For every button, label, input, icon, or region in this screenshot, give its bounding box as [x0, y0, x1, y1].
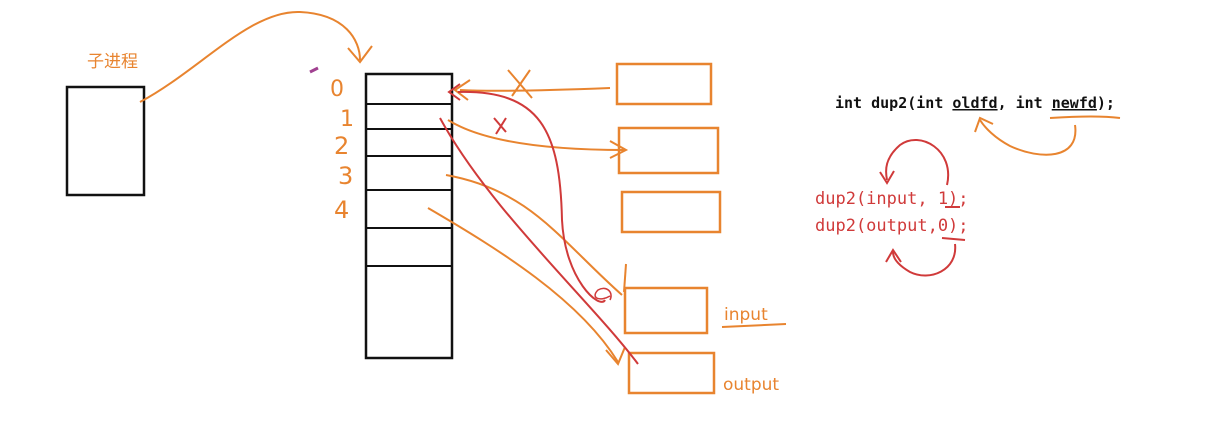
- sig-oldfd: oldfd: [952, 94, 997, 112]
- pencil-mark-icon: [309, 66, 319, 74]
- sig-newfd: newfd: [1052, 94, 1097, 112]
- call1-loop-arrowhead-red: [879, 170, 895, 185]
- fd0-redirect-to-output-red: [457, 90, 606, 303]
- file-object-box-1: [615, 62, 713, 106]
- child-to-fd-table-arrowhead: [347, 45, 373, 64]
- fd-number-2: 2: [334, 132, 349, 160]
- fd1-original-arrow: [447, 119, 626, 151]
- file-object-box-3: [620, 190, 722, 234]
- call1-loop-arrow-red: [885, 139, 950, 186]
- fd1-redirect-to-input-red: [439, 117, 639, 365]
- sig-mid: , int: [998, 94, 1052, 112]
- fd4-to-output-arrowhead: [605, 346, 626, 366]
- newfd-underline-mark: [1049, 115, 1121, 119]
- fd0-cross-mark: [507, 69, 533, 99]
- fd0-original-arrow: [459, 87, 611, 92]
- fd3-to-input-arrowhead: [623, 263, 627, 293]
- fd3-to-input-arrow: [445, 174, 623, 296]
- fd-number-0: 0: [330, 77, 344, 102]
- child-process-box: [65, 85, 146, 197]
- output-file-box: [627, 351, 716, 395]
- fd4-to-output-arrow: [427, 207, 619, 363]
- call2-loop-arrowhead-red: [885, 248, 902, 263]
- file-object-box-2: [617, 126, 720, 175]
- newfd-to-oldfd-arrow: [979, 119, 1077, 156]
- sig-suffix: );: [1097, 94, 1115, 112]
- fd0-original-arrowhead: [453, 79, 471, 101]
- dup2-signature: int dup2(int oldfd, int newfd);: [835, 94, 1115, 112]
- fd0-redirect-arrowhead-red: [447, 83, 461, 101]
- input-label-underline: [721, 323, 787, 328]
- sig-prefix: int dup2(int: [835, 94, 952, 112]
- input-file-label: input: [724, 305, 768, 325]
- newfd-to-oldfd-arrowhead: [974, 116, 994, 133]
- call2-arg-underline: [941, 237, 966, 241]
- fd1-old-cross-red: [493, 117, 507, 135]
- child-to-fd-table-arrow: [139, 10, 361, 103]
- fd-number-4: 4: [334, 196, 349, 224]
- output-file-label: output: [723, 375, 779, 395]
- fd-table-outline: [364, 72, 454, 360]
- fd-number-1: 1: [340, 107, 354, 132]
- fd-table: [364, 72, 454, 360]
- call2-loop-arrow-red: [892, 243, 957, 277]
- fd-number-3: 3: [338, 162, 353, 190]
- dup2-call-input: dup2(input, 1);: [815, 189, 969, 209]
- input-file-box: [623, 286, 709, 335]
- fd1-original-arrowhead: [609, 140, 629, 159]
- child-process-label: 子进程: [87, 52, 138, 72]
- fd1-loop-red: [594, 287, 612, 301]
- dup2-call-output: dup2(output,0);: [815, 216, 969, 236]
